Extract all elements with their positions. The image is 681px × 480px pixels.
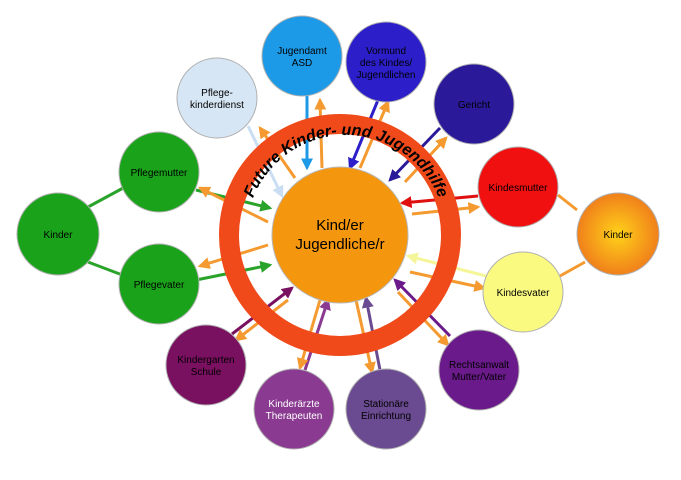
node-label-pflegemutter: Pflegemutter (131, 168, 188, 179)
node-label-pflegevater: Pflegevater (134, 280, 185, 291)
node-label-jugendamt: Jugendamt (277, 46, 327, 57)
connector-arrow (557, 193, 578, 212)
center-circle (271, 166, 409, 304)
node-label-jugendamt: ASD (292, 58, 313, 69)
node-label-pflegekinderdienst: kinderdienst (190, 100, 244, 111)
node-label-pflegekinderdienst: Pflege- (201, 88, 233, 99)
node-circle-kindesmutter (477, 146, 559, 228)
node-circle-kinder-right (576, 192, 660, 276)
node-label-kinder-left: Kinder (44, 230, 74, 241)
node-label-rechtsanwalt: Mutter/Vater (452, 372, 507, 383)
node-circle-jugendamt (261, 15, 343, 97)
node-circle-vormund (345, 21, 427, 103)
node-kinder-left: Kinder (16, 192, 100, 276)
node-kindesvater: Kindesvater (482, 251, 564, 333)
center-label-line-2: Jugendliche/r (295, 236, 384, 253)
node-label-kindergarten: Kindergarten (177, 355, 234, 366)
center-label-line-1: Kind/er (316, 217, 364, 234)
node-circle-pflegekinderdienst (176, 57, 258, 139)
connector-arrow (87, 260, 126, 278)
connector-arrow (87, 185, 126, 209)
node-label-vormund: Jugendlichen (357, 70, 416, 81)
connector-arrow (559, 260, 586, 278)
node-label-kinderaerzte: Kinderärzte (268, 399, 320, 410)
node-circle-kindesvater (482, 251, 564, 333)
node-label-kinderaerzte: Therapeuten (266, 411, 323, 422)
node-label-vormund: Vormund (366, 46, 406, 57)
node-pflegemutter: Pflegemutter (118, 131, 200, 213)
node-circle-rechtsanwalt (438, 329, 520, 411)
node-gericht: Gericht (433, 63, 515, 145)
center-group: Kind/er Jugendliche/r Future Kinder- und… (219, 114, 461, 356)
outer-ring (219, 114, 461, 356)
node-label-kinder-right: Kinder (604, 230, 634, 241)
node-label-vormund: des Kindes/ (360, 58, 412, 69)
node-label-rechtsanwalt: Rechtsanwalt (449, 360, 509, 371)
node-label-gericht: Gericht (458, 100, 490, 111)
node-circle-kinderaerzte (253, 368, 335, 450)
node-circle-pflegemutter (118, 131, 200, 213)
node-circle-kindergarten (165, 324, 247, 406)
node-circle-kinder-left (16, 192, 100, 276)
node-kinder-right: Kinder (576, 192, 660, 276)
node-circle-pflegevater (118, 243, 200, 325)
node-label-stationaere: Einrichtung (361, 411, 411, 422)
node-circle-stationaere (345, 368, 427, 450)
node-pflegekinderdienst: Pflege-kinderdienst (176, 57, 258, 139)
node-label-stationaere: Stationäre (363, 399, 409, 410)
node-pflegevater: Pflegevater (118, 243, 200, 325)
node-label-kindesmutter: Kindesmutter (489, 183, 549, 194)
node-circle-gericht (433, 63, 515, 145)
node-label-kindesvater: Kindesvater (497, 288, 550, 299)
node-kindesmutter: Kindesmutter (477, 146, 559, 228)
node-label-kindergarten: Schule (191, 367, 222, 378)
